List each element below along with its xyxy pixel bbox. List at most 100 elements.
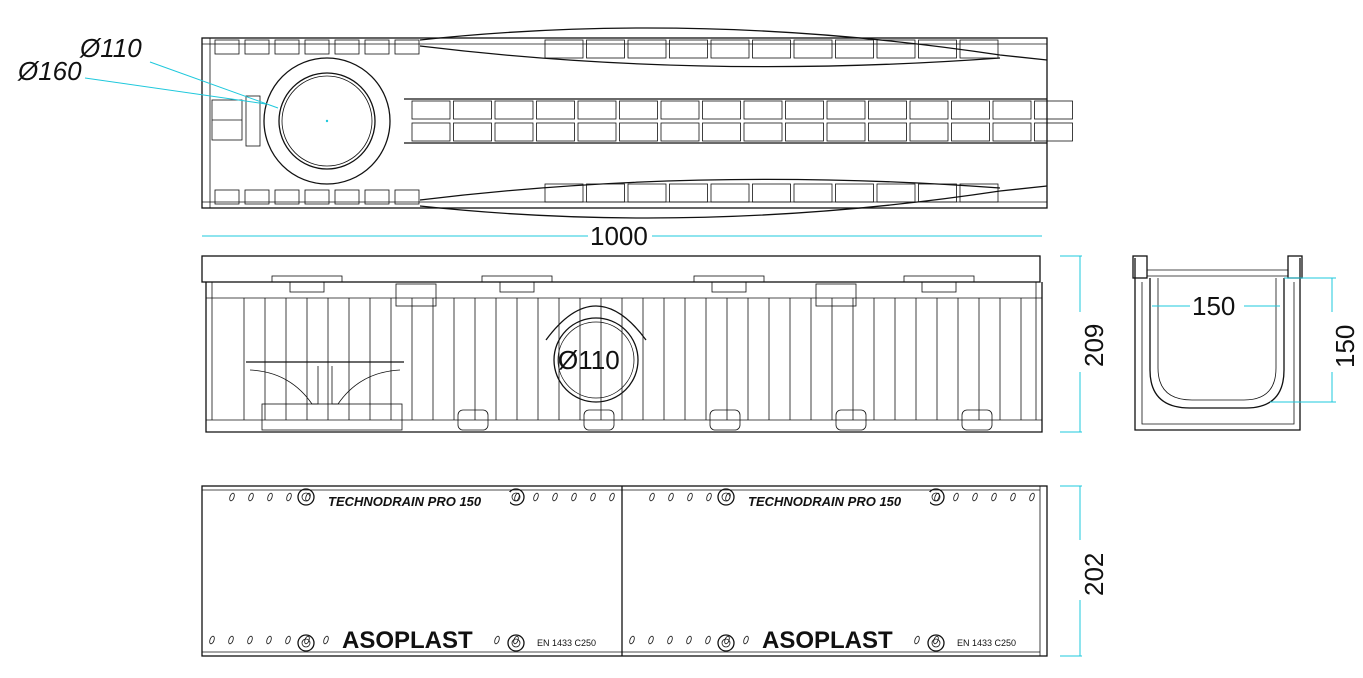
grate-slot-inner	[419, 518, 443, 620]
grid-cell	[214, 189, 240, 205]
grid-cell	[959, 183, 999, 203]
rib-cell	[577, 122, 617, 142]
height-label: 209	[1079, 324, 1109, 367]
grid-cell	[394, 39, 420, 55]
grate-dot	[667, 635, 673, 645]
grate-slot-inner	[649, 518, 673, 620]
grate-dot	[629, 635, 635, 645]
grate-slot-inner	[915, 518, 939, 620]
clip	[693, 275, 765, 283]
grate-slot-inner	[514, 518, 538, 620]
foot-slot	[961, 409, 993, 431]
diameter-leaders: Ø110 Ø160	[17, 33, 279, 109]
grate-dot	[687, 492, 693, 502]
rib-cell	[702, 122, 741, 142]
grate-slot-inner	[343, 518, 367, 620]
side-outlet-circle	[553, 317, 639, 403]
grate-dot	[706, 492, 712, 502]
grate-product-name-1: TECHNODRAIN PRO 150	[328, 494, 482, 509]
grid-cell	[334, 39, 360, 55]
grate-slot-inner	[668, 518, 692, 620]
foot-slot	[457, 409, 489, 431]
side-view: Ø110	[201, 255, 1043, 433]
side-clips	[271, 275, 975, 307]
grate-dot	[648, 635, 654, 645]
grate-slot-inner	[763, 518, 787, 620]
grate-dot	[686, 635, 692, 645]
rib-cell	[909, 122, 949, 142]
upper-rib-grid	[214, 39, 999, 205]
rib-cell	[1034, 100, 1073, 120]
grate-dot	[248, 492, 254, 502]
grate-slot-inner	[896, 518, 920, 620]
grate-dot	[514, 492, 520, 502]
clip	[903, 275, 975, 283]
grid-cell	[627, 39, 667, 59]
grate-view: TECHNODRAIN PRO 150 TECHNODRAIN PRO 150 …	[201, 485, 1048, 657]
grate-slot-inner	[210, 518, 234, 620]
grate-dot	[304, 635, 310, 645]
grid-cell	[586, 183, 625, 203]
length-dimension: 1000	[202, 221, 1042, 251]
grate-slot-inner	[725, 518, 749, 620]
rib-cell	[411, 122, 451, 142]
grate-dot	[266, 635, 272, 645]
bolt-hole-inner	[301, 638, 311, 648]
grid-cell	[669, 183, 708, 203]
grate-slot-inner	[362, 518, 386, 620]
bolt-hole	[297, 634, 315, 652]
grate-dot	[705, 635, 711, 645]
foot-slot	[583, 409, 615, 431]
grate-slot-inner	[820, 518, 844, 620]
grid-cell	[710, 39, 750, 59]
grate-dot	[668, 492, 674, 502]
grid-cell	[304, 189, 330, 205]
grate-dot	[743, 635, 749, 645]
grate-dot	[323, 635, 329, 645]
outlet-outer-circle	[263, 57, 391, 185]
grate-slot-inner	[687, 518, 711, 620]
rib-cell	[951, 122, 990, 142]
grate-brand-2: ASOPLAST	[762, 627, 893, 654]
grate-slot-inner	[305, 518, 329, 620]
grid-cell	[835, 183, 874, 203]
cross-section	[1132, 255, 1303, 431]
grid-cell	[793, 39, 833, 59]
rib-cell	[743, 100, 783, 120]
grid-cell	[752, 183, 791, 203]
grate-width-label: 202	[1079, 553, 1109, 596]
rib-cell	[453, 100, 492, 120]
rib-cell	[826, 100, 866, 120]
grate-norm-2: EN 1433 C250	[957, 638, 1016, 648]
grid-cell	[364, 39, 390, 55]
bolt-hole	[297, 488, 315, 506]
grate-slot-inner	[381, 518, 405, 620]
grid-cell	[214, 39, 240, 55]
grid-cell	[334, 189, 360, 205]
grate-slot-inner	[706, 518, 730, 620]
bolt-hole-inner	[511, 638, 521, 648]
grate-slot-inner	[457, 518, 481, 620]
grate-slot-inner	[782, 518, 806, 620]
grid-cell	[544, 183, 584, 203]
grid-cell	[876, 183, 916, 203]
bolt-hole	[507, 634, 525, 652]
grid-cell	[918, 39, 957, 59]
grate-dot	[609, 492, 615, 502]
grate-slot-inner	[590, 518, 614, 620]
grid-cell	[669, 39, 708, 59]
grid-cell	[876, 39, 916, 59]
grate-dot	[590, 492, 596, 502]
grid-cell	[710, 183, 750, 203]
rib-cell	[868, 122, 907, 142]
grate-slot-inner	[324, 518, 348, 620]
grate-slot-inner	[877, 518, 901, 620]
grate-slot-inner	[953, 518, 977, 620]
top-view	[201, 27, 1073, 219]
rib-cell	[992, 100, 1032, 120]
bolt-hole	[507, 488, 525, 506]
grid-cell	[627, 183, 667, 203]
bolt-hole-inner	[301, 492, 311, 502]
grate-dot	[724, 635, 730, 645]
